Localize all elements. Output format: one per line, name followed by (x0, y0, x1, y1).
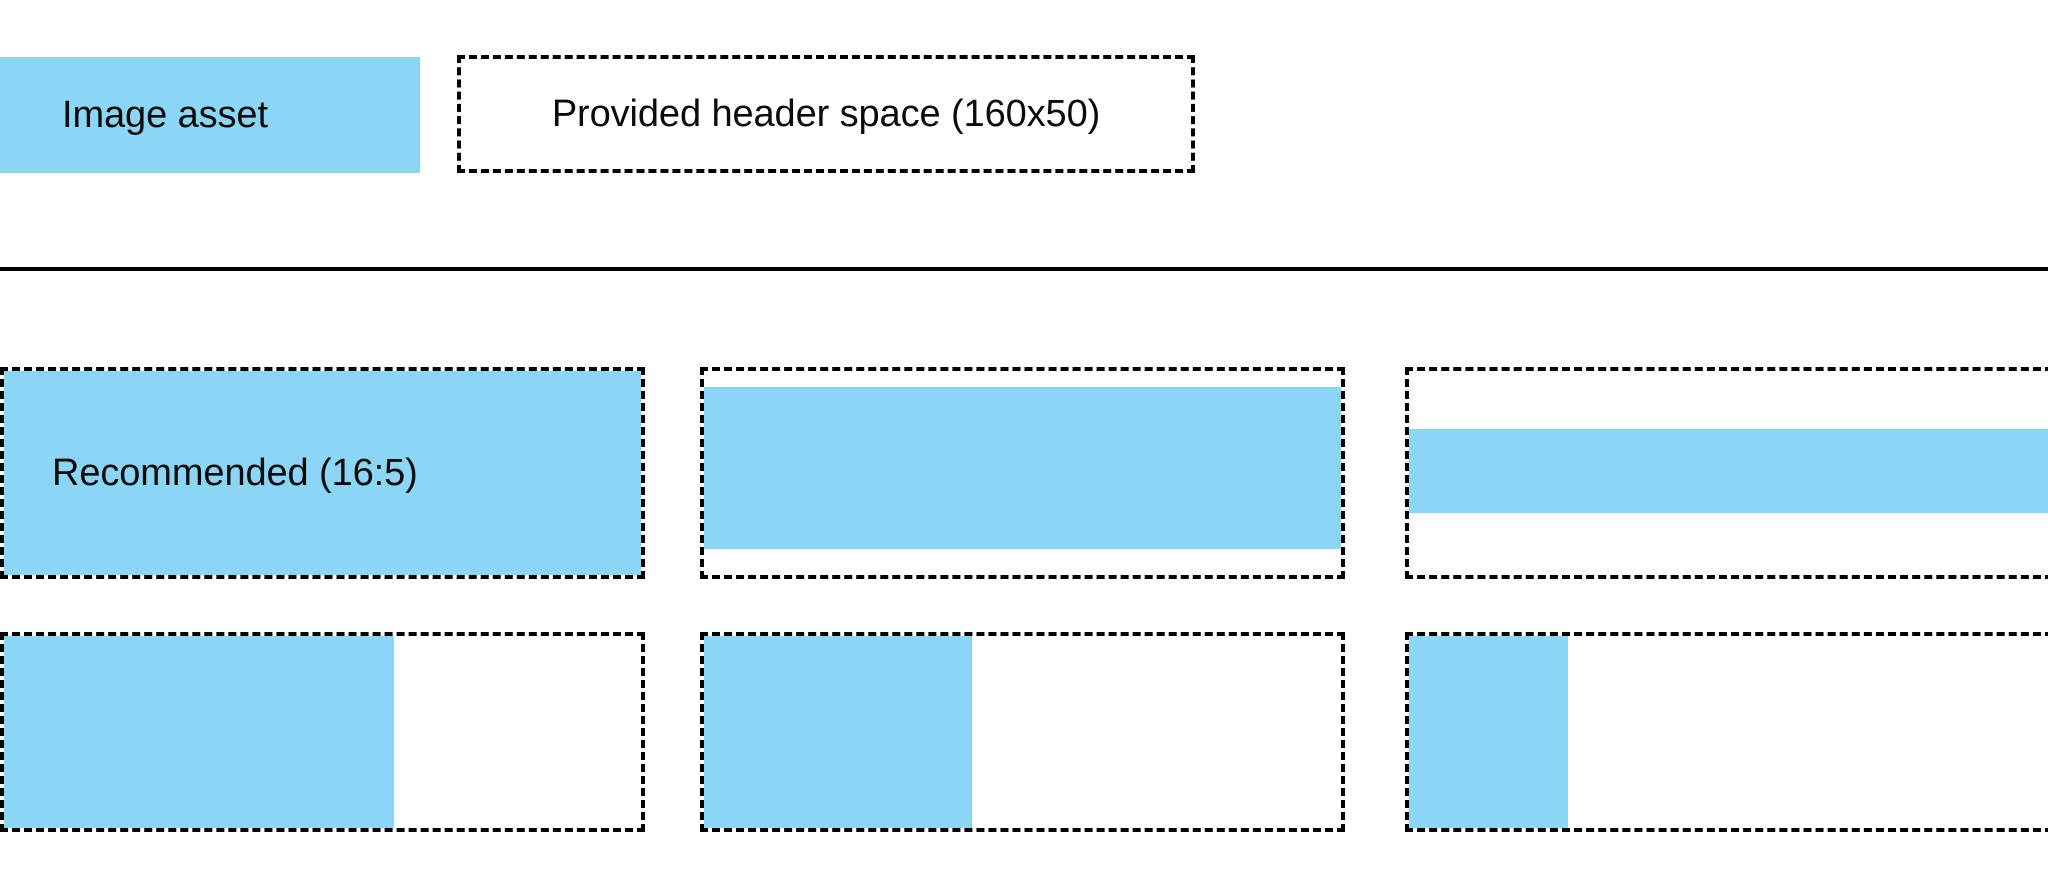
asset-fill (1409, 636, 1568, 828)
provided-header-space-slot: Provided header space (160x50) (457, 55, 1195, 173)
specimen-row-aspect-ratio: Recommended (16:5) (0, 367, 2048, 579)
asset-fill (4, 636, 394, 828)
provided-header-space-label: Provided header space (160x50) (551, 93, 1101, 135)
legend-row: Image asset Provided header space (160x5… (0, 55, 2048, 175)
asset-fill (1409, 429, 2048, 513)
asset-fill (704, 636, 972, 828)
specimen-tile-taller-asset (700, 367, 1345, 579)
image-asset-swatch: Image asset (0, 57, 420, 173)
specimen-grid: Recommended (16:5) (0, 367, 2048, 837)
section-divider (0, 267, 2048, 271)
specimen-tile-recommended-16-5: Recommended (16:5) (0, 367, 645, 579)
asset-fill (704, 387, 1341, 549)
specimen-tile-narrower-asset-61 (0, 632, 645, 832)
asset-fill (4, 371, 641, 575)
specimen-tile-shorter-asset (1405, 367, 2048, 579)
specimen-row-width (0, 632, 2048, 832)
image-asset-label: Image asset (62, 94, 268, 136)
specimen-tile-narrower-asset-25 (1405, 632, 2048, 832)
specimen-tile-narrower-asset-42 (700, 632, 1345, 832)
